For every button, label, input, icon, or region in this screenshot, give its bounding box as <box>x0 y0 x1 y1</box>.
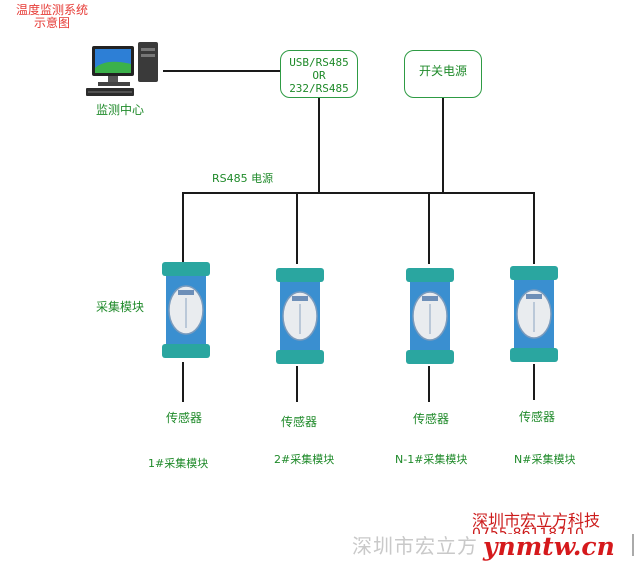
drop-wire-4 <box>533 192 535 264</box>
watermark-url: ynmtw.cn <box>483 532 615 561</box>
sensor-label-4: 传感器 <box>519 410 556 424</box>
sensor-wire-3 <box>428 366 430 402</box>
converter-line-2: OR <box>312 69 326 82</box>
sensor-wire-1 <box>182 362 184 402</box>
bus-wire <box>182 192 534 194</box>
watermark-divider <box>632 534 634 556</box>
power-supply-label: 开关电源 <box>418 64 467 78</box>
title-line-1: 温度监测系统 <box>15 3 88 17</box>
sensor-label-1: 传感器 <box>166 411 203 425</box>
diagram-title: 温度监测系统 示意图 <box>6 4 98 30</box>
sensor-label-2: 传感器 <box>281 415 318 429</box>
pc-to-converter-wire <box>163 70 280 72</box>
sensor-label-3: 传感器 <box>413 412 450 426</box>
converter-line-1: USB/RS485 <box>289 56 349 69</box>
drop-wire-2 <box>296 192 298 264</box>
converter-down-wire <box>318 97 320 193</box>
watermark-company: 深圳市宏立方 <box>352 534 478 558</box>
computer-icon <box>86 42 158 96</box>
bus-label: RS485 电源 <box>212 172 274 185</box>
company-name: 深圳市宏立方科技 <box>472 511 601 530</box>
converter-box: USB/RS485 OR 232/RS485 <box>280 50 358 98</box>
module-label-3: N-1#采集模块 <box>395 453 468 466</box>
module-label-2: 2#采集模块 <box>274 453 335 466</box>
module-label-4: N#采集模块 <box>514 453 576 466</box>
sensor-wire-4 <box>533 364 535 400</box>
module-device-icon <box>162 262 210 358</box>
power-supply-box: 开关电源 <box>404 50 482 98</box>
sensor-wire-2 <box>296 366 298 402</box>
module-device-icon <box>510 266 558 362</box>
module-side-label: 采集模块 <box>96 300 145 314</box>
power-down-wire <box>442 97 444 193</box>
drop-wire-1 <box>182 192 184 264</box>
title-line-2: 示意图 <box>33 16 70 30</box>
drop-wire-3 <box>428 192 430 264</box>
module-label-1: 1#采集模块 <box>148 457 209 470</box>
company-phone: 0755-86118710 <box>472 526 584 534</box>
module-device-icon <box>406 268 454 364</box>
converter-line-3: 232/RS485 <box>289 82 349 95</box>
monitor-center-label: 监测中心 <box>96 103 145 117</box>
module-device-icon <box>276 268 324 364</box>
